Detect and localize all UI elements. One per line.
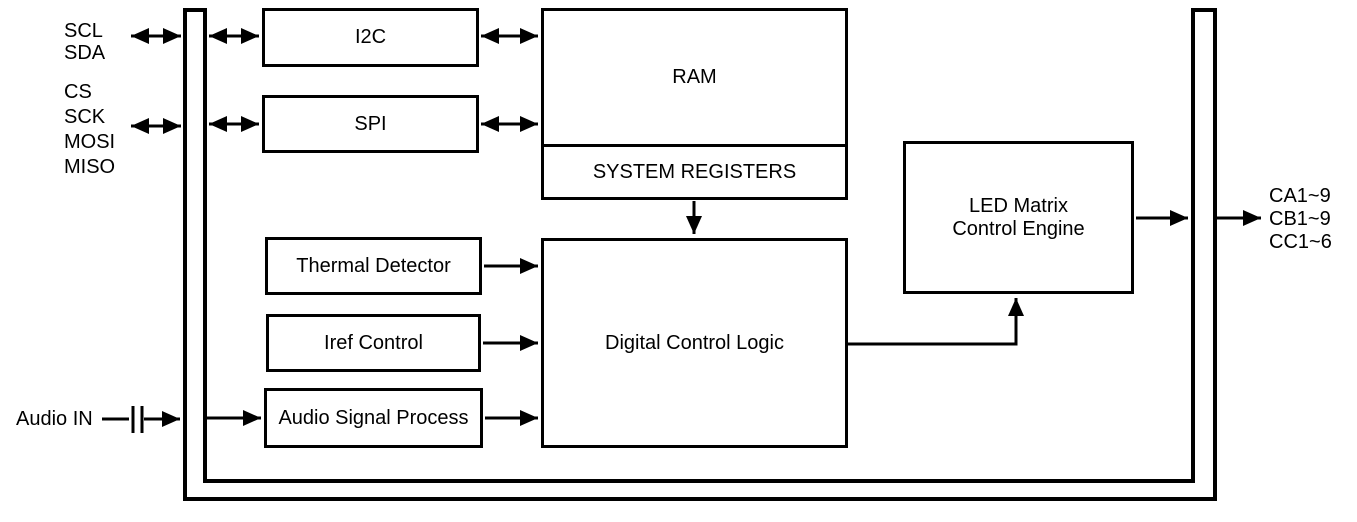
pin-scl: SCL	[64, 20, 103, 42]
led-matrix-control-engine-label: LED Matrix Control Engine	[952, 195, 1084, 241]
system-registers-label: SYSTEM REGISTERS	[592, 160, 797, 183]
pin-ca: CA1~9	[1269, 185, 1331, 207]
digital-control-logic-block: Digital Control Logic	[541, 238, 848, 448]
iref-control-block: Iref Control	[266, 314, 481, 372]
spi-block: SPI	[262, 95, 479, 153]
system-registers-section: SYSTEM REGISTERS	[544, 144, 845, 197]
led-matrix-control-engine-block: LED Matrix Control Engine	[903, 141, 1134, 294]
bus-channel	[183, 8, 1217, 501]
pin-cc: CC1~6	[1269, 231, 1332, 253]
led-matrix-line1: LED Matrix	[969, 194, 1068, 217]
output-pin-labels: CA1~9 CB1~9 CC1~6	[1269, 185, 1332, 254]
audio-signal-process-label: Audio Signal Process	[278, 406, 469, 429]
pin-cs: CS	[64, 81, 92, 103]
pin-sck: SCK	[64, 106, 106, 128]
pin-miso: MISO	[64, 156, 116, 178]
i2c-block: I2C	[262, 8, 479, 67]
pin-mosi: MOSI	[64, 131, 116, 153]
pin-sda: SDA	[64, 42, 106, 64]
arrow-dcl-led	[848, 298, 1024, 346]
i2c-block-label: I2C	[354, 26, 387, 48]
audio-signal-process-block: Audio Signal Process	[264, 388, 483, 448]
digital-control-logic-label: Digital Control Logic	[605, 331, 784, 354]
audio-in-pin-label: Audio IN	[16, 408, 93, 431]
led-matrix-line2: Control Engine	[952, 217, 1085, 240]
pin-cb: CB1~9	[1269, 208, 1331, 230]
spi-pin-labels: CS SCK MOSI MISO	[64, 80, 115, 180]
ram-section: RAM	[544, 11, 845, 144]
ram-system-registers-block: RAM SYSTEM REGISTERS	[541, 8, 848, 200]
iref-control-label: Iref Control	[324, 331, 423, 354]
ram-label: RAM	[672, 66, 717, 88]
pin-audio-in: Audio IN	[16, 408, 93, 430]
thermal-detector-block: Thermal Detector	[265, 237, 482, 295]
i2c-pin-labels: SCL SDA	[64, 20, 105, 64]
thermal-detector-label: Thermal Detector	[296, 254, 451, 277]
spi-block-label: SPI	[354, 112, 387, 135]
